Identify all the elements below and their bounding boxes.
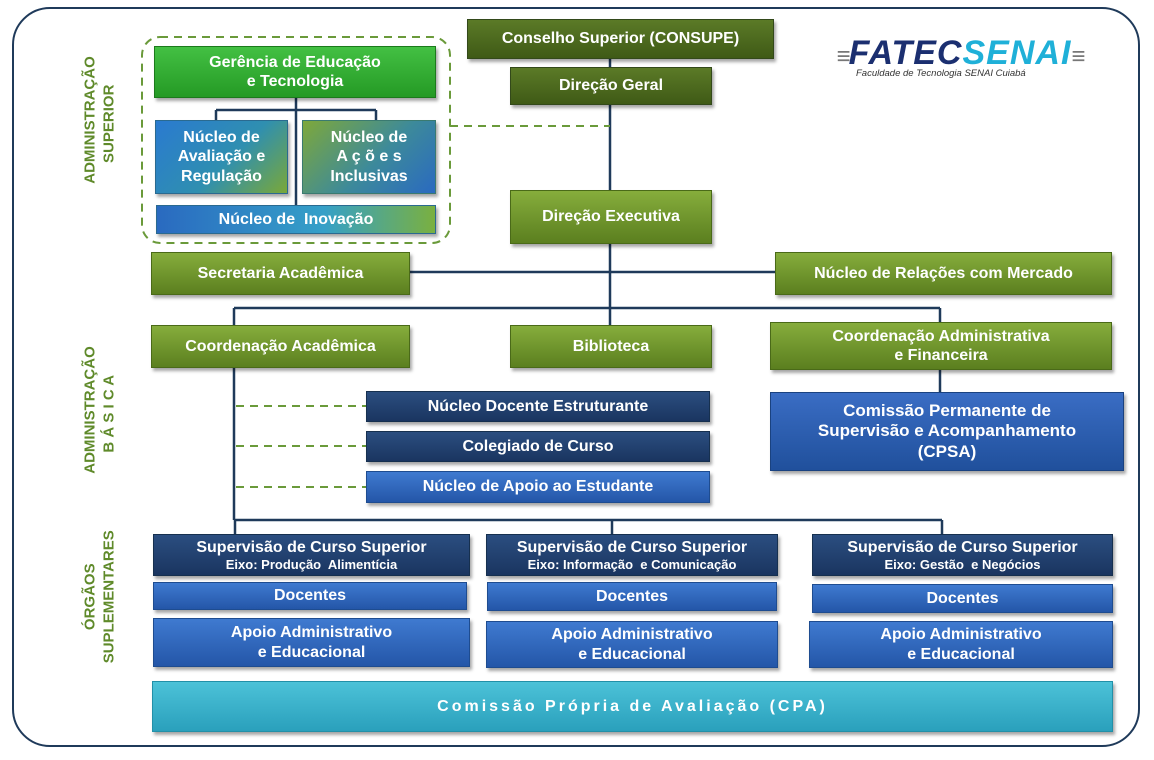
colegiado-label: Colegiado de Curso	[462, 437, 614, 455]
nucleo-acoes-line1: Núcleo de	[330, 129, 408, 147]
nucleo-avaliacao-line3: Regulação	[181, 167, 262, 185]
nucleo-inovacao-box: Núcleo de Inovação	[156, 205, 436, 234]
apoio-admin-line1: Apoio Administrativo	[551, 626, 713, 644]
secretaria-box: Secretaria Acadêmica	[151, 252, 410, 295]
side-label-orgaos-suplementares: ÓRGÃOS SUPLEMENTARES	[81, 527, 119, 667]
gerencia-label-line2: e Tecnologia	[246, 73, 344, 90]
side-label-admin-superior: ADMINISTRAÇÃO SUPERIOR	[81, 56, 119, 184]
docentes-label: Docentes	[595, 587, 669, 605]
logo-brand-part2: SENAI	[962, 34, 1072, 72]
coord-admin-line2: e Financeira	[894, 347, 988, 364]
docentes-label: Docentes	[273, 587, 347, 605]
apoio-admin-line1: Apoio Administrativo	[230, 624, 393, 642]
gerencia-label-line1: Gerência de Educação	[209, 53, 381, 71]
consupe-box: Conselho Superior (CONSUPE)	[467, 19, 774, 59]
supervisao-eixo: Eixo: Gestão e Negócios	[884, 556, 1041, 572]
direcao-executiva-box: Direção Executiva	[510, 190, 712, 244]
docentes-box: Docentes	[487, 582, 777, 611]
coord-academica-box: Coordenação Acadêmica	[151, 325, 410, 368]
logo-brand-part1: FATEC	[848, 34, 963, 72]
biblioteca-label: Biblioteca	[572, 337, 650, 355]
coord-admin-line1: Coordenação Administrativa	[832, 327, 1050, 345]
supervisao-title: Supervisão de Curso Superior	[196, 538, 427, 556]
supervisao-box: Supervisão de Curso Superior Eixo: Gestã…	[812, 534, 1113, 576]
nucleo-avaliacao-line1: Núcleo de	[183, 129, 260, 147]
nde-label: Núcleo Docente Estruturante	[427, 397, 649, 415]
apoio-admin-line2: e Educacional	[907, 645, 1015, 663]
docentes-box: Docentes	[153, 582, 467, 610]
nucleo-acoes-line3: Inclusivas	[330, 167, 408, 185]
colegiado-box: Colegiado de Curso	[366, 431, 710, 462]
consupe-label: Conselho Superior (CONSUPE)	[501, 30, 740, 48]
apoio-estudante-box: Núcleo de Apoio ao Estudante	[366, 471, 710, 503]
direcao-geral-box: Direção Geral	[510, 67, 712, 105]
relacoes-mercado-box: Núcleo de Relações com Mercado	[775, 252, 1112, 295]
apoio-estudante-label: Núcleo de Apoio ao Estudante	[422, 478, 654, 496]
side-label-line: ADMINISTRAÇÃO	[81, 346, 99, 474]
supervisao-title: Supervisão de Curso Superior	[847, 538, 1078, 556]
nde-box: Núcleo Docente Estruturante	[366, 391, 710, 422]
apoio-admin-box: Apoio Administrativo e Educacional	[486, 621, 778, 668]
coord-academica-label: Coordenação Acadêmica	[185, 337, 376, 355]
nucleo-avaliacao-box: Núcleo de Avaliação e Regulação	[155, 120, 288, 194]
nucleo-inovacao-label: Núcleo de Inovação	[218, 210, 374, 228]
supervisao-eixo: Eixo: Informação e Comunicação	[527, 556, 737, 572]
secretaria-label: Secretaria Acadêmica	[197, 264, 364, 282]
fatec-senai-logo: ≡FATECSENAI≡ Faculdade de Tecnologia SEN…	[836, 34, 1086, 79]
side-label-admin-basica: ADMINISTRAÇÃO B Á S I C A	[81, 346, 119, 474]
cpsa-box: Comissão Permanente de Supervisão e Acom…	[770, 392, 1124, 471]
supervisao-title: Supervisão de Curso Superior	[516, 538, 748, 556]
direcao-executiva-label: Direção Executiva	[542, 208, 680, 226]
coord-admin-box: Coordenação Administrativa e Financeira	[770, 322, 1112, 370]
docentes-label: Docentes	[926, 589, 999, 607]
relacoes-mercado-label: Núcleo de Relações com Mercado	[814, 264, 1073, 282]
gerencia-box: Gerência de Educação e Tecnologia	[154, 46, 436, 98]
cpa-box: Comissão Própria de Avaliação (CPA)	[152, 681, 1113, 732]
supervisao-eixo: Eixo: Produção Alimentícia	[225, 556, 398, 572]
cpa-label: Comissão Própria de Avaliação (CPA)	[437, 697, 828, 715]
supervisao-box: Supervisão de Curso Superior Eixo: Produ…	[153, 534, 470, 576]
apoio-admin-line2: e Educacional	[257, 643, 366, 661]
apoio-admin-box: Apoio Administrativo e Educacional	[153, 618, 470, 667]
cpsa-line2: Supervisão e Acompanhamento	[817, 421, 1077, 441]
apoio-admin-box: Apoio Administrativo e Educacional	[809, 621, 1113, 668]
side-label-line: ÓRGÃOS	[81, 563, 99, 631]
cpsa-line1: Comissão Permanente de	[843, 400, 1051, 420]
direcao-geral-label: Direção Geral	[558, 77, 664, 95]
apoio-admin-line2: e Educacional	[578, 645, 686, 663]
docentes-box: Docentes	[812, 584, 1113, 613]
side-label-line: SUPERIOR	[100, 84, 117, 163]
biblioteca-box: Biblioteca	[510, 325, 712, 368]
logo-subtitle: Faculdade de Tecnologia SENAI Cuiabá	[856, 68, 1026, 79]
side-label-line: ADMINISTRAÇÃO	[81, 56, 99, 184]
nucleo-acoes-line2: A ç õ e s	[336, 148, 402, 166]
apoio-admin-line1: Apoio Administrativo	[880, 626, 1042, 644]
nucleo-acoes-box: Núcleo de A ç õ e s Inclusivas	[302, 120, 436, 194]
side-label-line: SUPLEMENTARES	[100, 530, 117, 664]
supervisao-box: Supervisão de Curso Superior Eixo: Infor…	[486, 534, 778, 576]
cpsa-line3: (CPSA)	[917, 441, 977, 461]
side-label-line: B Á S I C A	[100, 374, 117, 453]
nucleo-avaliacao-line2: Avaliação e	[177, 148, 266, 166]
